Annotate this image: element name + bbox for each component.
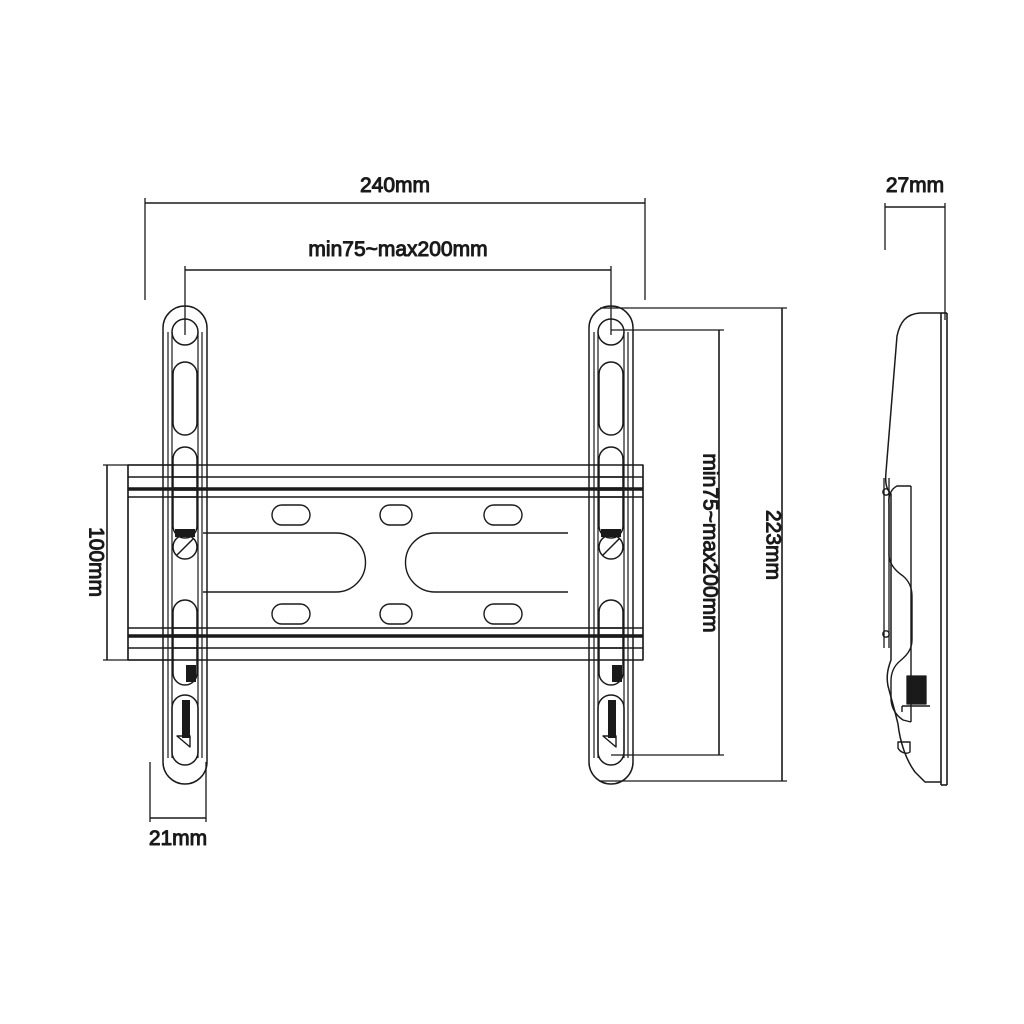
dimension-mount-pattern-height [611,329,724,756]
dimension-label-plate-height: 100mm [85,527,108,597]
front-view [127,305,644,785]
side-view [882,312,948,786]
arm-slot-midupper-left [172,446,198,539]
side-wall-plate [940,312,948,786]
side-clamp-block [901,675,930,712]
arm-screw-right [598,534,624,560]
dimension-overall-width [144,198,646,300]
side-hook-detail [897,741,911,754]
arm-hole-top-left [171,318,199,346]
arm-screw-left [172,534,198,560]
plate-slot-row-lower [271,603,523,625]
dimension-profile-depth [884,203,946,320]
arm-slot-upper-long-left [172,361,198,436]
plate-large-cutout-left [203,532,367,593]
dimension-label-overall-height: 223mm [762,510,785,580]
dimension-label-mount-pattern-width: min75~max200mm [308,238,487,261]
dimension-label-profile-depth: 27mm [886,174,944,197]
side-bracket-outer-profile [884,312,941,783]
side-rail-line [882,478,890,648]
arm-slot-midupper-right [598,446,624,539]
dimension-plate-height [103,464,175,661]
arm-slot-midlower-right [598,599,624,686]
arm-slot-bottom-left [171,694,199,766]
dimension-mount-pattern-width [184,266,612,335]
plate-slot-row-upper [271,504,523,526]
bracket-arm-left [162,305,208,785]
dimension-arm-depth [149,762,207,822]
dimension-label-overall-width: 240mm [360,174,430,197]
dimension-label-mount-pattern-height: min75~max200mm [699,453,722,632]
mount-plate [127,464,644,661]
arm-slot-upper-long-right [598,361,624,436]
bracket-arm-right [588,305,634,785]
plate-large-cutout-right [404,532,568,593]
arm-hole-top-right [597,318,625,346]
dimension-label-arm-depth: 21mm [149,827,207,850]
arm-slot-bottom-right [597,694,625,766]
arm-slot-midlower-left [172,599,198,686]
dimension-overall-height [600,307,787,782]
